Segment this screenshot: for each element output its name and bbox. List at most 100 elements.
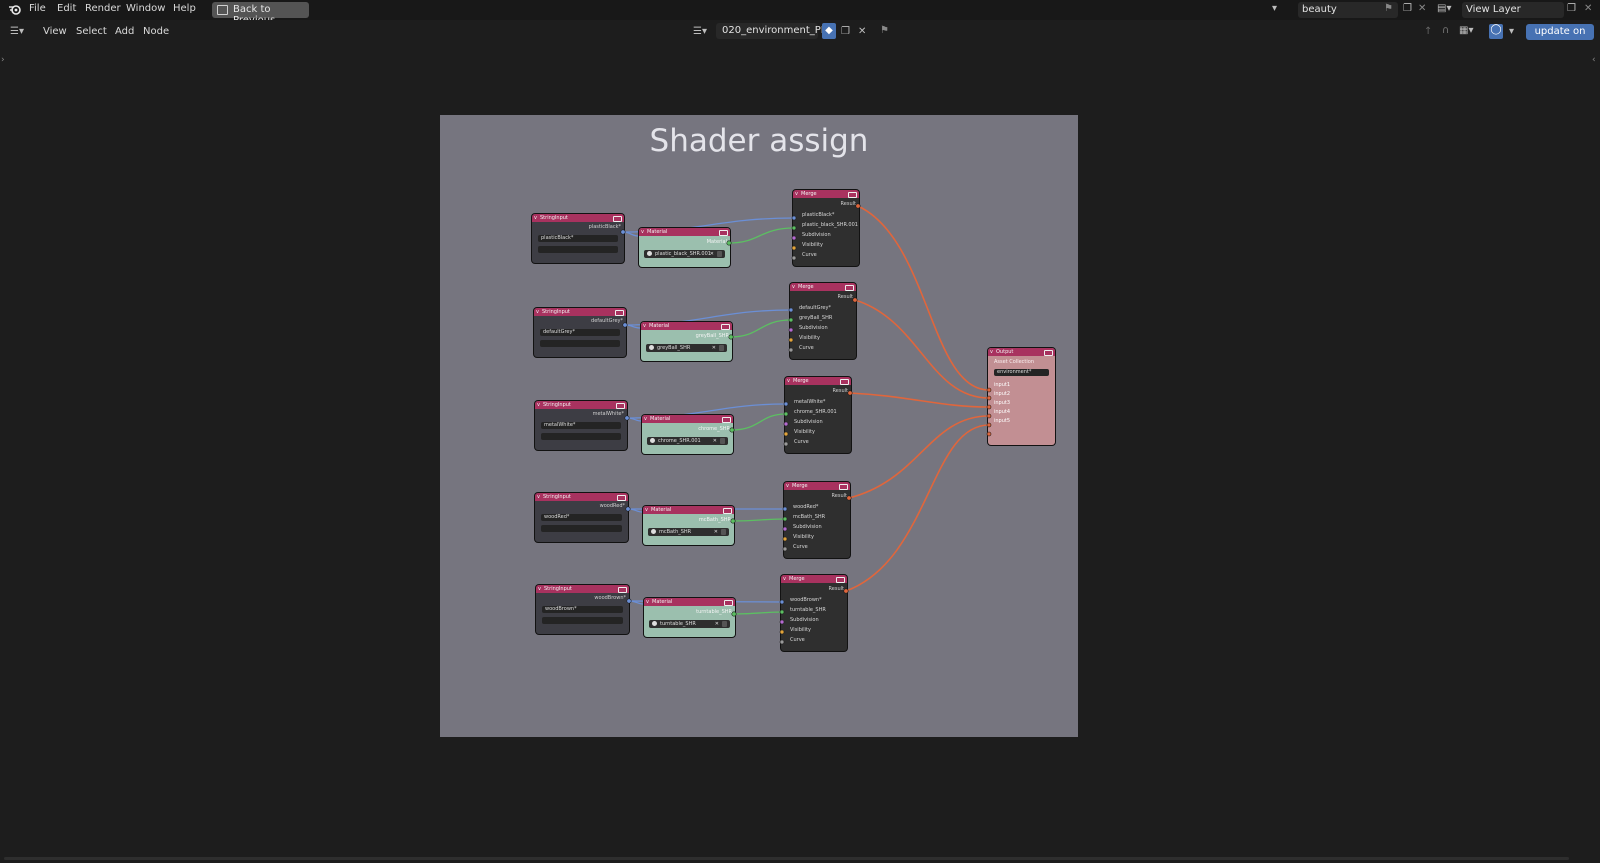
string-input-node[interactable]: StringInput woodBrown* woodBrown* [536, 585, 629, 634]
material-node[interactable]: Material greyBall_SHR greyBall_SHR ✕ [641, 322, 732, 361]
node-options-icon[interactable] [724, 600, 733, 606]
string-value-field[interactable]: plasticBlack* [538, 235, 618, 242]
string-value-field[interactable]: metalWhite* [541, 422, 621, 429]
material-options-icon[interactable] [722, 621, 727, 627]
string-empty-field[interactable] [540, 340, 620, 347]
menu-file[interactable]: File [29, 3, 46, 14]
asset-collection-field[interactable]: environment* [994, 369, 1049, 376]
update-on-button[interactable]: update on [1526, 24, 1594, 40]
close-icon[interactable]: ✕ [1418, 3, 1427, 14]
material-options-icon[interactable] [717, 251, 722, 257]
fake-user-shield-icon[interactable]: ◆ [822, 23, 836, 39]
material-selector[interactable]: mcBath_SHR ✕ [648, 528, 729, 536]
merge-node[interactable]: Merge Result plasticBlack* plastic_black… [793, 190, 859, 266]
merge-input-label: mcBath_SHR [793, 514, 826, 520]
view-layer-field[interactable]: View Layer [1462, 2, 1564, 18]
unlink-icon[interactable]: ✕ [711, 345, 716, 351]
string-empty-field[interactable] [538, 246, 618, 253]
unlink-icon[interactable]: ✕ [714, 621, 719, 627]
horizontal-scrollbar[interactable] [4, 857, 1569, 860]
material-options-icon[interactable] [721, 529, 726, 535]
node-tree-icon[interactable]: ☰▾ [693, 26, 707, 37]
menu-node[interactable]: Node [143, 26, 170, 37]
snap-icon[interactable]: ∩ [1442, 25, 1450, 36]
material-selector[interactable]: chrome_SHR.001 ✕ [647, 437, 728, 445]
editor-type-icon[interactable]: ☰▾ [10, 26, 24, 37]
overlay-dropdown-icon[interactable]: ▾ [1509, 26, 1515, 37]
scene-icon[interactable]: ▾ [1272, 3, 1278, 14]
node-options-icon[interactable] [721, 324, 730, 330]
merge-input-label: woodRed* [793, 504, 819, 510]
string-value-field[interactable]: defaultGrey* [540, 329, 620, 336]
string-empty-field[interactable] [541, 525, 622, 532]
material-node[interactable]: Material mcBath_SHR mcBath_SHR ✕ [643, 506, 734, 545]
node-tree-duplicate-icon[interactable]: ❐ [841, 26, 850, 37]
scene-name-field[interactable]: beauty ⚑ [1298, 2, 1398, 18]
pin-icon[interactable]: ⚑ [1384, 3, 1393, 14]
node-tree-close-icon[interactable]: ✕ [858, 26, 867, 37]
node-options-icon[interactable] [617, 495, 626, 501]
view-layer-icon[interactable]: ▤▾ [1437, 3, 1452, 14]
merge-input-label: Visibility [794, 429, 815, 435]
expand-sidebar-icon[interactable]: ‹ [1592, 55, 1596, 65]
node-options-icon[interactable] [613, 216, 622, 222]
expand-toolbar-icon[interactable]: › [1, 55, 5, 65]
node-options-icon[interactable] [840, 379, 849, 385]
menu-render[interactable]: Render [85, 3, 121, 14]
node-options-icon[interactable] [1044, 350, 1053, 356]
output-input-label: input1 [994, 382, 1011, 388]
blender-logo-icon[interactable] [8, 2, 22, 19]
node-options-icon[interactable] [616, 403, 625, 409]
node-options-icon[interactable] [848, 192, 857, 198]
node-options-icon[interactable] [839, 484, 848, 490]
snap-target-icon[interactable]: ▦▾ [1459, 25, 1474, 36]
menu-window[interactable]: Window [126, 3, 166, 14]
string-empty-field[interactable] [542, 617, 623, 624]
menu-add[interactable]: Add [115, 26, 135, 37]
string-input-node[interactable]: StringInput defaultGrey* defaultGrey* [534, 308, 626, 357]
unlink-icon[interactable]: ✕ [713, 529, 718, 535]
duplicate-icon[interactable]: ❐ [1403, 3, 1412, 14]
menu-help[interactable]: Help [173, 3, 196, 14]
node-tree-name-field[interactable]: 020_environment_PLT [716, 23, 831, 39]
node-options-icon[interactable] [719, 230, 728, 236]
unlink-icon[interactable]: ✕ [712, 438, 717, 444]
unlink-icon[interactable]: ✕ [709, 251, 714, 257]
material-selector[interactable]: plastic_black_SHR.001 ✕ [644, 250, 725, 258]
node-options-icon[interactable] [615, 310, 624, 316]
string-empty-field[interactable] [541, 433, 621, 440]
material-selector[interactable]: turntable_SHR ✕ [649, 620, 730, 628]
material-node[interactable]: Material chrome_SHR chrome_SHR.001 ✕ [642, 415, 733, 454]
material-options-icon[interactable] [720, 438, 725, 444]
merge-node[interactable]: Merge Result woodRed* mcBath_SHR Subdivi… [784, 482, 850, 558]
output-input-label: input3 [994, 400, 1011, 406]
merge-input-label: Visibility [799, 335, 820, 341]
menu-view[interactable]: View [43, 26, 67, 37]
menu-select[interactable]: Select [76, 26, 107, 37]
material-node[interactable]: Material Material plastic_black_SHR.001 … [639, 228, 730, 267]
string-input-node[interactable]: StringInput plasticBlack* plasticBlack* [532, 214, 624, 263]
node-options-icon[interactable] [845, 285, 854, 291]
material-selector[interactable]: greyBall_SHR ✕ [646, 344, 727, 352]
output-node[interactable]: Output Asset Collection environment* inp… [988, 348, 1055, 445]
material-options-icon[interactable] [719, 345, 724, 351]
string-value-field[interactable]: woodBrown* [542, 606, 623, 613]
string-input-node[interactable]: StringInput metalWhite* metalWhite* [535, 401, 627, 450]
merge-node[interactable]: Merge Result defaultGrey* greyBall_SHR S… [790, 283, 856, 359]
parent-node-tree-icon[interactable]: ↑ [1424, 26, 1433, 37]
node-tree-pin-icon[interactable]: ⚑ [880, 25, 889, 36]
node-options-icon[interactable] [836, 577, 845, 583]
string-value-field[interactable]: woodRed* [541, 514, 622, 521]
link-result-output-2 [854, 299, 990, 399]
merge-node[interactable]: Merge Result woodBrown* turntable_SHR Su… [781, 575, 847, 651]
node-options-icon[interactable] [618, 587, 627, 593]
node-options-icon[interactable] [722, 417, 731, 423]
overlay-icon[interactable]: ◯ [1489, 24, 1503, 39]
material-node[interactable]: Material turntable_SHR turntable_SHR ✕ [644, 598, 735, 637]
node-options-icon[interactable] [723, 508, 732, 514]
string-input-node[interactable]: StringInput woodRed* woodRed* [535, 493, 628, 542]
menu-edit[interactable]: Edit [57, 3, 77, 14]
view-layer-duplicate-icon[interactable]: ❐ [1567, 3, 1576, 14]
merge-node[interactable]: Merge Result metalWhite* chrome_SHR.001 … [785, 377, 851, 453]
view-layer-close-icon[interactable]: ✕ [1584, 3, 1593, 14]
